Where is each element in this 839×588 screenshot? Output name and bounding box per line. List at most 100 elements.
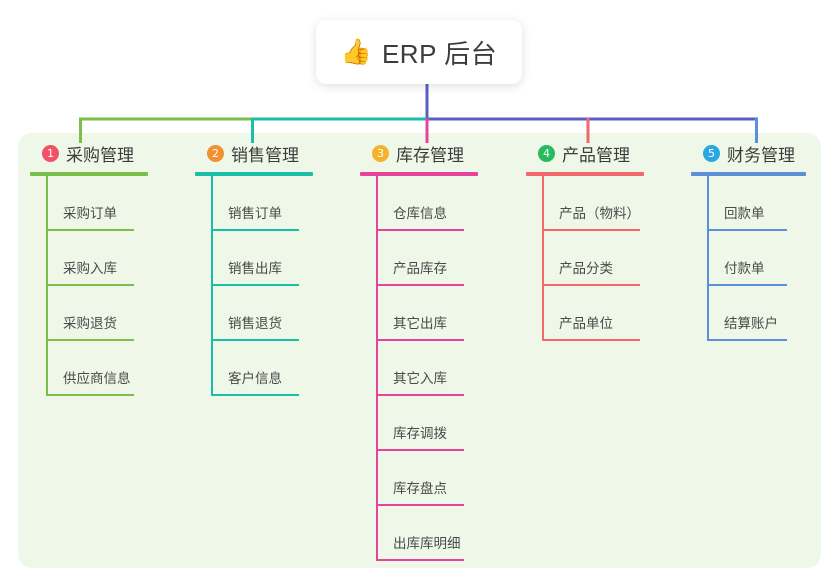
category-spine-3 (376, 176, 378, 561)
category-header-2[interactable]: 2 销售管理 (195, 142, 313, 165)
menu-item[interactable]: 其它出库 (360, 286, 478, 341)
menu-item-underline (211, 284, 299, 286)
menu-item-underline (542, 229, 640, 231)
category-badge-3: 3 (372, 144, 389, 162)
menu-item-underline (46, 394, 134, 396)
menu-item-underline (542, 339, 640, 341)
category-underline-5 (691, 172, 806, 176)
menu-item-label: 销售出库 (228, 261, 282, 276)
menu-item-underline (211, 394, 299, 396)
menu-item-label: 采购入库 (63, 261, 117, 276)
menu-item-label: 库存盘点 (393, 481, 447, 496)
category-column-3: 3 库存管理仓库信息产品库存其它出库其它入库库存调拨库存盘点出库库明细 (360, 142, 478, 561)
menu-item-label: 客户信息 (228, 371, 282, 386)
category-title-4: 产品管理 (562, 145, 630, 165)
menu-item[interactable]: 产品库存 (360, 231, 478, 286)
menu-item-label: 仓库信息 (393, 206, 447, 221)
category-column-2: 2 销售管理销售订单销售出库销售退货客户信息 (195, 142, 313, 396)
category-items-1: 采购订单采购入库采购退货供应商信息 (30, 176, 148, 396)
menu-item[interactable]: 采购入库 (30, 231, 148, 286)
category-spine-5 (707, 176, 709, 341)
menu-item-label: 采购退货 (63, 316, 117, 331)
category-badge-2: 2 (207, 144, 224, 162)
category-column-1: 1 采购管理采购订单采购入库采购退货供应商信息 (30, 142, 148, 396)
menu-item-label: 付款单 (724, 261, 765, 276)
category-title-3: 库存管理 (396, 145, 464, 165)
menu-item-label: 产品分类 (559, 261, 613, 276)
menu-item-underline (46, 339, 134, 341)
menu-item-underline (376, 394, 464, 396)
category-column-4: 4 产品管理产品（物料） 产品分类产品单位 (526, 142, 644, 341)
menu-item[interactable]: 库存盘点 (360, 451, 478, 506)
category-badge-1: 1 (42, 144, 59, 162)
menu-item[interactable]: 库存调拨 (360, 396, 478, 451)
menu-item-label: 出库库明细 (393, 536, 461, 551)
category-underline-4 (526, 172, 644, 176)
category-spine-2 (211, 176, 213, 396)
menu-item-label: 回款单 (724, 206, 765, 221)
menu-item[interactable]: 产品（物料） (526, 176, 644, 231)
menu-item[interactable]: 出库库明细 (360, 506, 478, 561)
menu-item-underline (542, 284, 640, 286)
menu-item-underline (376, 559, 464, 561)
menu-item[interactable]: 产品单位 (526, 286, 644, 341)
menu-item-underline (707, 339, 787, 341)
category-items-4: 产品（物料） 产品分类产品单位 (526, 176, 644, 341)
menu-item-label: 其它入库 (393, 371, 447, 386)
menu-item[interactable]: 产品分类 (526, 231, 644, 286)
root-title: ERP 后台 (381, 38, 498, 69)
menu-item[interactable]: 采购退货 (30, 286, 148, 341)
category-badge-4: 4 (538, 144, 555, 162)
menu-item[interactable]: 付款单 (691, 231, 806, 286)
menu-item-underline (376, 339, 464, 341)
menu-item-underline (211, 339, 299, 341)
category-underline-1 (30, 172, 148, 176)
menu-item-label: 销售退货 (228, 316, 282, 331)
category-spine-4 (542, 176, 544, 341)
category-spine-1 (46, 176, 48, 396)
menu-item-label: 结算账户 (724, 316, 778, 331)
category-underline-3 (360, 172, 478, 176)
category-title-5: 财务管理 (727, 145, 795, 165)
menu-item-underline (46, 229, 134, 231)
menu-item-label: 产品单位 (559, 316, 613, 331)
category-column-5: 5 财务管理回款单付款单结算账户 (691, 142, 806, 341)
diagram-panel (18, 133, 821, 568)
menu-item-label: 其它出库 (393, 316, 447, 331)
category-items-3: 仓库信息产品库存其它出库其它入库库存调拨库存盘点出库库明细 (360, 176, 478, 561)
category-header-1[interactable]: 1 采购管理 (30, 142, 148, 165)
menu-item[interactable]: 回款单 (691, 176, 806, 231)
category-title-1: 采购管理 (66, 145, 134, 165)
menu-item-underline (376, 504, 464, 506)
menu-item[interactable]: 其它入库 (360, 341, 478, 396)
menu-item-underline (376, 449, 464, 451)
menu-item-underline (707, 284, 787, 286)
category-header-4[interactable]: 4 产品管理 (526, 142, 644, 165)
root-node-card[interactable]: 👍 ERP 后台 (316, 20, 522, 84)
menu-item[interactable]: 销售出库 (195, 231, 313, 286)
category-badge-5: 5 (703, 144, 720, 162)
menu-item[interactable]: 结算账户 (691, 286, 806, 341)
menu-item[interactable]: 销售订单 (195, 176, 313, 231)
menu-item[interactable]: 销售退货 (195, 286, 313, 341)
category-items-5: 回款单付款单结算账户 (691, 176, 806, 341)
menu-item-underline (376, 284, 464, 286)
category-items-2: 销售订单销售出库销售退货客户信息 (195, 176, 313, 396)
menu-item-underline (46, 284, 134, 286)
menu-item[interactable]: 仓库信息 (360, 176, 478, 231)
menu-item-underline (211, 229, 299, 231)
menu-item-label: 供应商信息 (63, 371, 131, 386)
menu-item-label: 采购订单 (63, 206, 117, 221)
category-header-5[interactable]: 5 财务管理 (691, 142, 806, 165)
menu-item-label: 产品（物料） (559, 206, 640, 221)
menu-item[interactable]: 采购订单 (30, 176, 148, 231)
category-title-2: 销售管理 (231, 145, 299, 165)
menu-item[interactable]: 供应商信息 (30, 341, 148, 396)
menu-item-label: 销售订单 (228, 206, 282, 221)
menu-item-underline (707, 229, 787, 231)
menu-item[interactable]: 客户信息 (195, 341, 313, 396)
category-header-3[interactable]: 3 库存管理 (360, 142, 478, 165)
menu-item-label: 库存调拨 (393, 426, 447, 441)
menu-item-underline (376, 229, 464, 231)
category-underline-2 (195, 172, 313, 176)
